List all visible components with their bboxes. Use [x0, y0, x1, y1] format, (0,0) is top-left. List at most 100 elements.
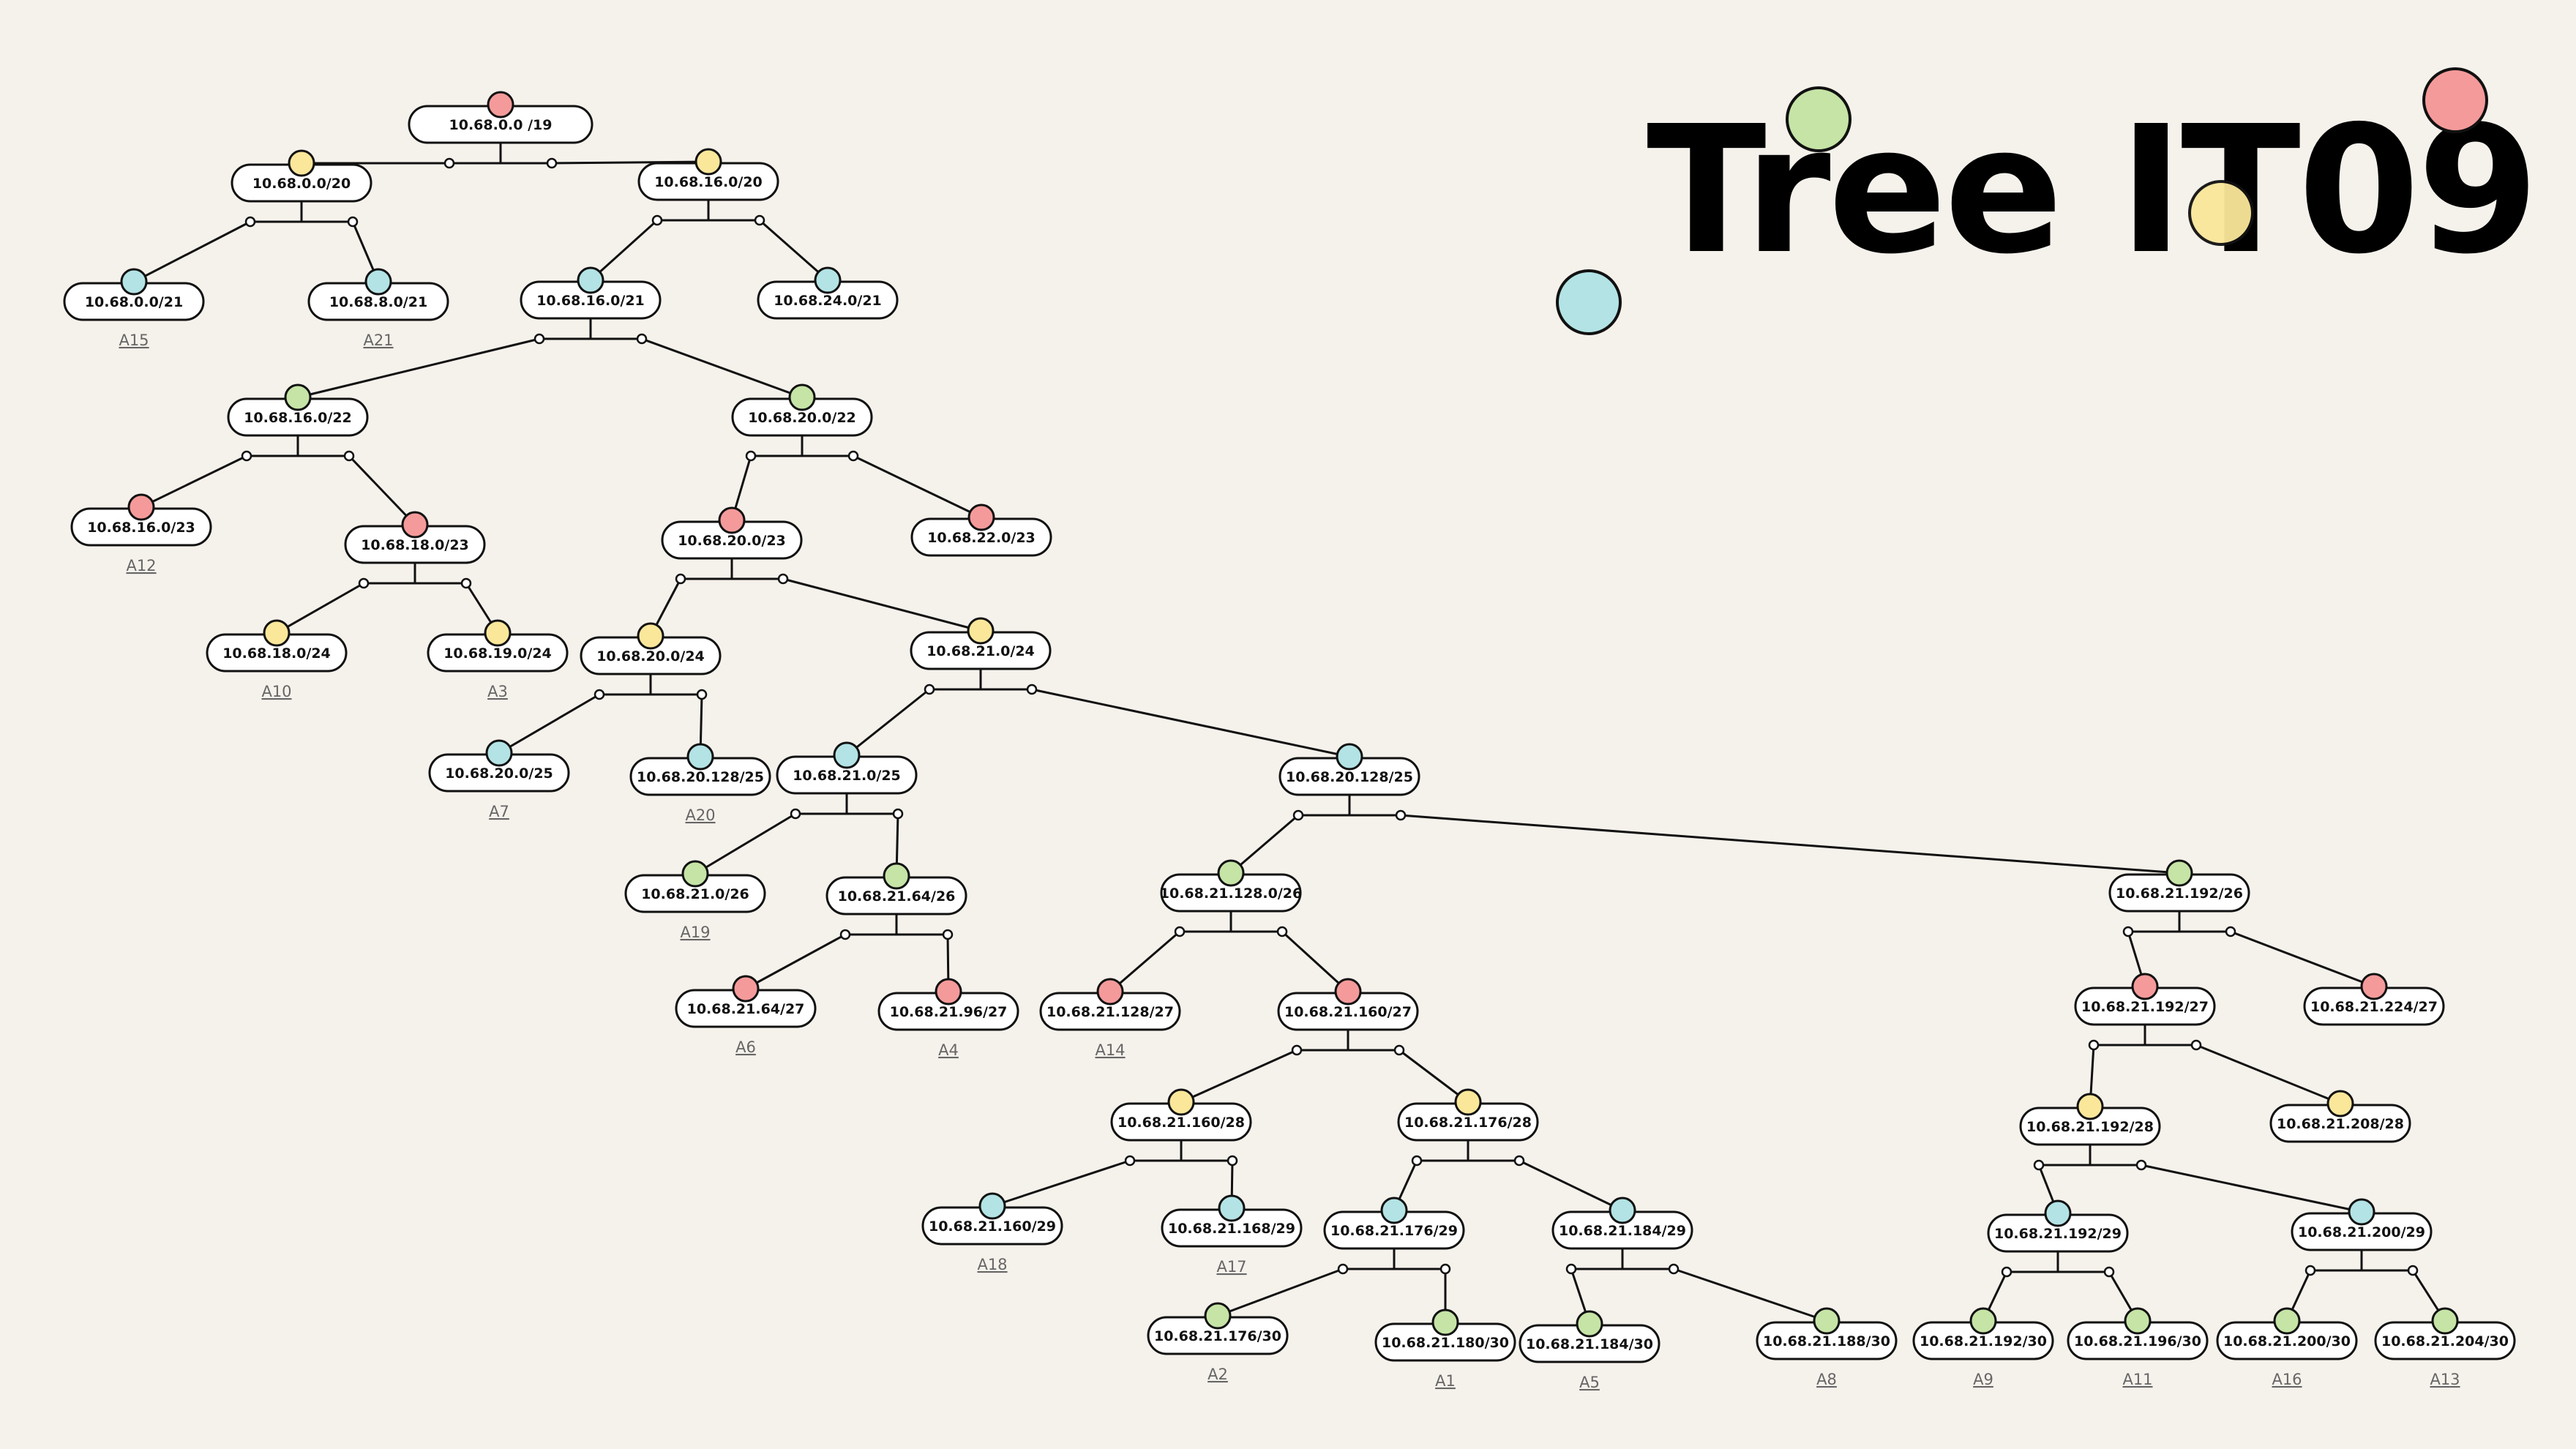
node-dot-green [284, 383, 312, 411]
leaf-link[interactable]: A9 [1973, 1371, 1993, 1388]
tree-node: 10.68.21.224/27 [2303, 973, 2445, 1026]
node-dot-red [935, 978, 962, 1006]
node-label: 10.68.18.0/24 [222, 645, 331, 662]
tree-node: 10.68.21.160/28 [1110, 1088, 1252, 1142]
node-dot-green [1576, 1310, 1603, 1338]
node-dot-red [718, 506, 746, 534]
leaf-link[interactable]: A4 [938, 1041, 959, 1059]
edge-link [348, 454, 416, 526]
leaf-link[interactable]: A18 [977, 1256, 1007, 1273]
node-dot-yellow [484, 619, 512, 647]
node-dot-green [2165, 859, 2193, 887]
junction-handle [241, 450, 252, 462]
node-label: 10.68.21.204/30 [2381, 1333, 2509, 1349]
node-dot-cyan [577, 266, 604, 294]
leaf-link[interactable]: A11 [2122, 1371, 2152, 1388]
leaf-link[interactable]: A15 [119, 332, 149, 349]
junction-handle [1337, 1263, 1349, 1275]
node-label: 10.68.21.180/30 [1382, 1335, 1509, 1351]
edge-link [2141, 1164, 2362, 1213]
node-label: 10.68.21.192/26 [2116, 886, 2243, 902]
leaf-link[interactable]: A1 [1435, 1372, 1456, 1390]
tree-node: 10.68.16.0/22 [227, 383, 369, 437]
node-dot-red [967, 503, 995, 531]
tree-node: 10.68.21.192/26 [2108, 859, 2250, 913]
leaf-link[interactable]: A2 [1208, 1366, 1228, 1383]
tree-node: 10.68.22.0/23 [910, 503, 1052, 557]
leaf-link[interactable]: A10 [261, 683, 291, 700]
tree-node: 10.68.21.200/29 [2291, 1198, 2433, 1251]
node-label: 10.68.21.0/26 [641, 886, 749, 902]
leaf-link[interactable]: A6 [735, 1038, 756, 1056]
tree-node: 10.68.21.160/27 [1277, 978, 1419, 1031]
node-dot-yellow [263, 619, 291, 647]
tree-node: 10.68.16.0/21 [520, 266, 662, 320]
junction-handle [2033, 1159, 2045, 1171]
node-dot-yellow [2076, 1093, 2104, 1120]
junction-handle [2190, 1039, 2202, 1051]
node-dot-cyan [120, 268, 148, 296]
leaf-link[interactable]: A20 [685, 806, 715, 824]
edge-link [498, 693, 600, 755]
junction-handle [2407, 1265, 2419, 1276]
decor-circle-yellow [2188, 180, 2254, 246]
node-label: 10.68.24.0/21 [774, 293, 882, 309]
edge-link [1180, 1049, 1298, 1104]
leaf-link[interactable]: A13 [2430, 1371, 2460, 1388]
leaf-link[interactable]: A19 [680, 924, 710, 941]
edge-link [589, 219, 659, 282]
leaf-link[interactable]: A21 [363, 332, 393, 349]
tree-node: 10.68.20.0/23 [661, 506, 803, 560]
edge-link [759, 219, 828, 282]
node-label: 10.68.21.0/25 [793, 768, 901, 784]
junction-handle [1439, 1263, 1451, 1275]
leaf-link[interactable]: A14 [1095, 1041, 1125, 1059]
junction-handle [460, 577, 472, 589]
edge-link [745, 933, 846, 990]
junction-handle [696, 689, 708, 700]
tree-node: 10.68.21.0/25 [776, 741, 918, 795]
junction-handle [2135, 1159, 2147, 1171]
junction-handle [443, 157, 455, 169]
junction-handle [343, 450, 355, 462]
leaf-link[interactable]: A3 [487, 683, 508, 700]
node-label: 10.68.16.0/21 [536, 293, 645, 309]
leaf-link[interactable]: A8 [1816, 1371, 1837, 1388]
node-dot-cyan [485, 739, 513, 767]
junction-handle [594, 689, 605, 700]
node-dot-yellow [694, 148, 722, 176]
node-dot-green [2124, 1307, 2152, 1335]
leaf-link[interactable]: A7 [489, 803, 509, 820]
node-dot-green [1431, 1308, 1459, 1336]
node-label: 10.68.21.0/24 [926, 643, 1035, 659]
node-dot-red [127, 493, 155, 521]
node-dot-red [401, 511, 429, 539]
node-label: 10.68.21.184/30 [1526, 1336, 1653, 1352]
node-dot-cyan [1218, 1194, 1246, 1222]
node-dot-green [681, 860, 709, 888]
node-label: 10.68.20.0/23 [678, 533, 786, 549]
tree-node: 10.68.21.0/24 [910, 617, 1052, 670]
node-label: 10.68.21.168/29 [1168, 1221, 1295, 1237]
decor-circle-green [1786, 86, 1852, 152]
leaf-link[interactable]: A5 [1579, 1374, 1600, 1391]
leaf-link[interactable]: A17 [1216, 1258, 1246, 1276]
edges-layer [133, 143, 2446, 1325]
node-label: 10.68.8.0/21 [329, 294, 427, 310]
node-dot-green [788, 383, 816, 411]
node-dot-cyan [2348, 1198, 2375, 1226]
leaf-link[interactable]: A16 [2272, 1371, 2302, 1388]
leaf-link[interactable]: A12 [126, 557, 156, 574]
tree-node: 10.68.0.0/20 [231, 149, 372, 203]
